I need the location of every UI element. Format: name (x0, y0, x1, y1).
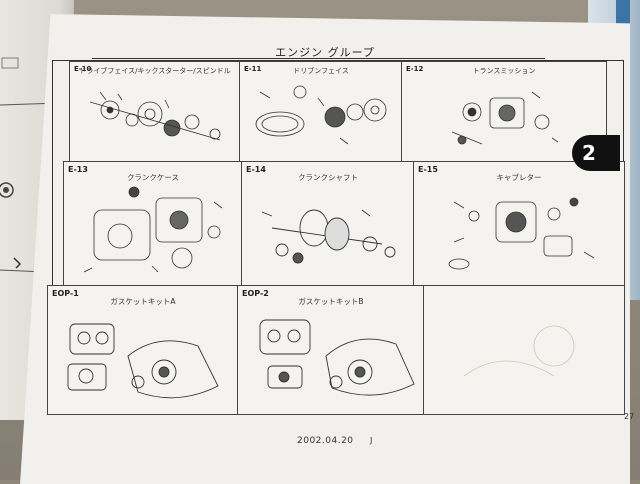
exploded-parts-diagram (448, 197, 595, 270)
exploded-parts-diagram (259, 319, 415, 396)
exploded-parts-diagram (255, 85, 387, 145)
section-card-e15[interactable]: E-15 キャブレター (413, 161, 625, 287)
section-tab-badge: 2 (572, 135, 620, 171)
exploded-parts-diagram (261, 209, 396, 264)
exploded-parts-diagram (83, 186, 223, 273)
section-card-e13[interactable]: E-13 クランクケース (63, 161, 243, 287)
section-card-e10[interactable]: E-10 ドライブフェイス/キックスターター/スピンドル (69, 61, 241, 163)
section-card-e12[interactable]: E-12 トランスミッション (401, 61, 607, 163)
section-card-e11[interactable]: E-11 ドリブンフェイス (239, 61, 403, 163)
section-index-grid: E-10 ドライブフェイス/キックスターター/スピンドル E-11 ドリブンフェ… (47, 60, 625, 415)
exploded-parts-diagram (89, 91, 221, 141)
bleed-through-diagram (463, 325, 575, 377)
print-date: 2002.04.20 (297, 436, 354, 446)
section-card-eop2[interactable]: EOP-2 ガスケットキットB (237, 285, 425, 415)
footer-mark: J (370, 436, 373, 445)
page-title: エンジン グループ (275, 46, 375, 59)
exploded-parts-diagram (67, 323, 219, 399)
exploded-parts-diagram (451, 91, 559, 145)
title-rule (92, 58, 545, 59)
page-number: 27 (624, 412, 635, 421)
section-card-e14[interactable]: E-14 クランクシャフト (241, 161, 415, 287)
section-card-empty (423, 285, 625, 415)
section-card-eop1[interactable]: EOP-1 ガスケットキットA (47, 285, 239, 415)
